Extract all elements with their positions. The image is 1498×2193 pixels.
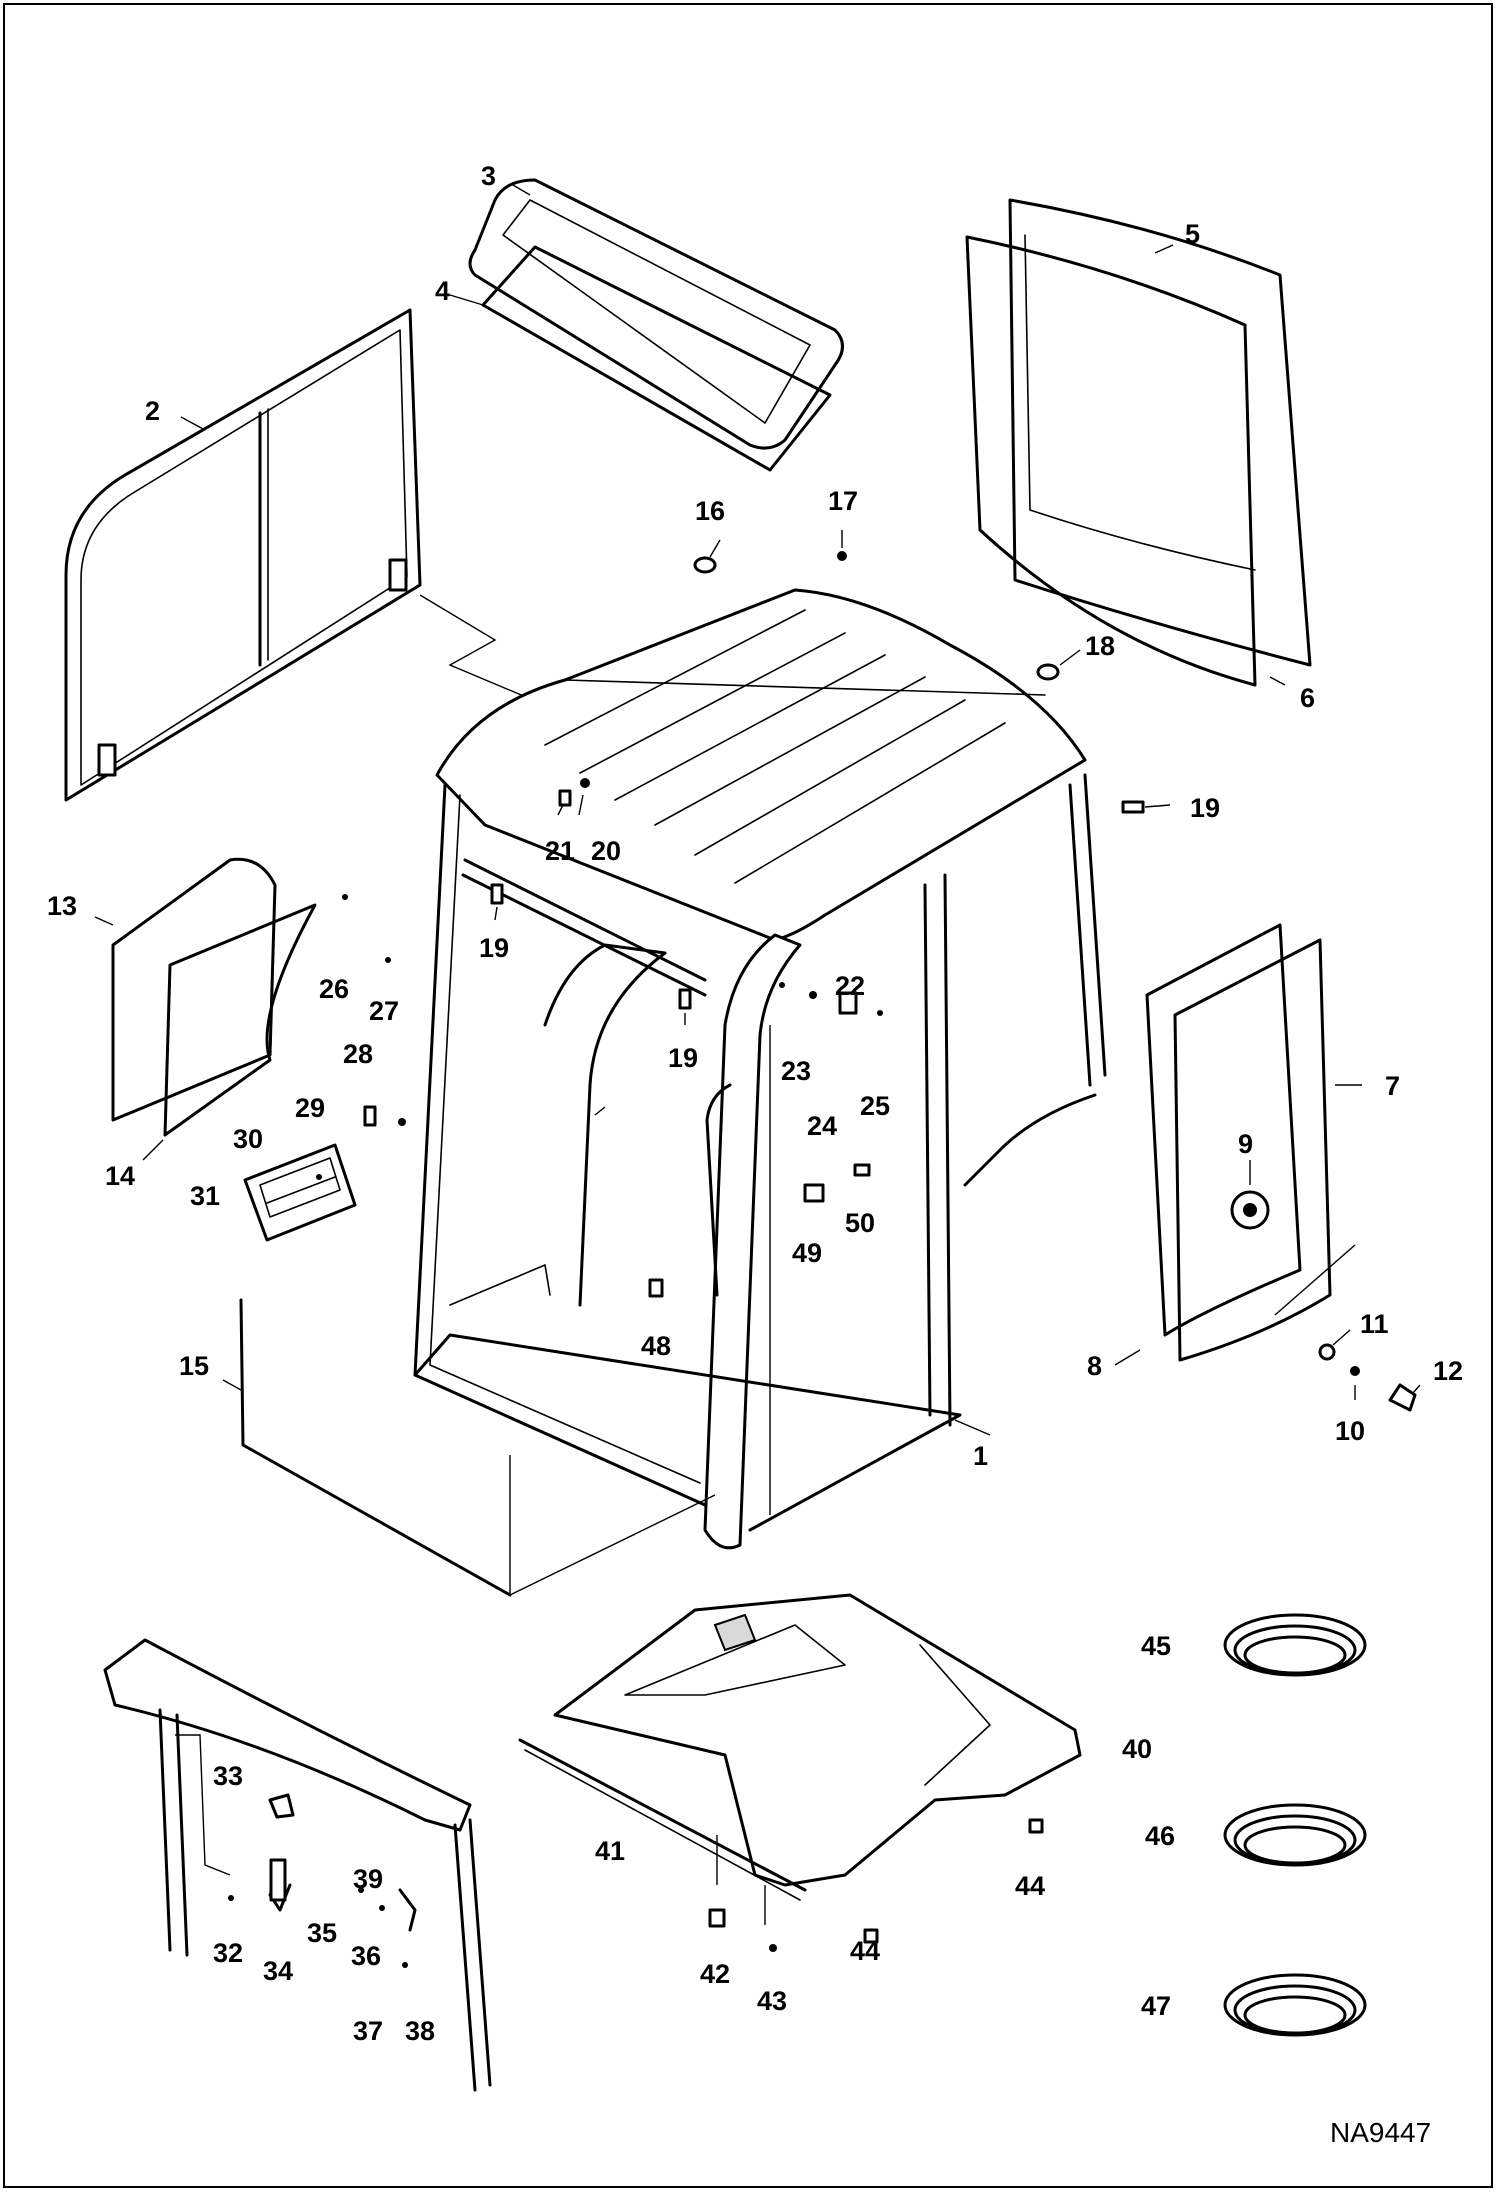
callout-1: 1 bbox=[973, 1441, 988, 1471]
part-cab-frame bbox=[413, 588, 1107, 1550]
callout-15: 15 bbox=[179, 1351, 209, 1381]
callout-11: 11 bbox=[1360, 1309, 1389, 1339]
callout-41: 41 bbox=[595, 1836, 625, 1866]
part-floor-plate bbox=[518, 1593, 1082, 1925]
exploded-parts-diagram: 1 2 3 4 5 6 7 8 9 10 11 12 13 14 15 16 1… bbox=[47, 161, 1463, 2148]
callout-5: 5 bbox=[1185, 219, 1200, 249]
parts-diagram-page: 1 2 3 4 5 6 7 8 9 10 11 12 13 14 15 16 1… bbox=[3, 3, 1493, 2188]
callout-6: 6 bbox=[1300, 683, 1315, 713]
callout-2: 2 bbox=[145, 396, 160, 426]
part-seal-coils bbox=[1223, 1613, 1367, 2037]
callout-46: 46 bbox=[1145, 1821, 1175, 1851]
part-corner-trim bbox=[103, 1638, 492, 2092]
callout-44-left: 44 bbox=[850, 1936, 880, 1966]
callout-36: 36 bbox=[351, 1941, 381, 1971]
callout-30: 30 bbox=[233, 1124, 263, 1154]
callout-33: 33 bbox=[213, 1761, 243, 1791]
callout-39: 39 bbox=[353, 1864, 383, 1894]
callout-40: 40 bbox=[1122, 1734, 1152, 1764]
part-rear-quarter-glass bbox=[111, 857, 317, 1137]
callout-4: 4 bbox=[435, 276, 450, 306]
callout-8: 8 bbox=[1087, 1351, 1102, 1381]
callout-22: 22 bbox=[835, 971, 865, 1001]
part-door-glass bbox=[1145, 923, 1356, 1362]
callout-23: 23 bbox=[781, 1056, 811, 1086]
callout-34: 34 bbox=[263, 1956, 293, 1986]
callout-47: 47 bbox=[1141, 1991, 1171, 2021]
part-front-glass bbox=[965, 198, 1312, 687]
callout-38: 38 bbox=[405, 2016, 435, 2046]
callout-labels: 1 2 3 4 5 6 7 8 9 10 11 12 13 14 15 16 1… bbox=[47, 161, 1463, 2046]
callout-42: 42 bbox=[700, 1959, 730, 1989]
callout-48: 48 bbox=[641, 1331, 671, 1361]
callout-21: 21 bbox=[545, 836, 575, 866]
callout-18: 18 bbox=[1085, 631, 1115, 661]
part-vent bbox=[243, 1143, 357, 1242]
callout-43: 43 bbox=[757, 1986, 787, 2016]
part-hardware bbox=[228, 551, 1417, 1968]
callout-32: 32 bbox=[213, 1938, 243, 1968]
callout-3: 3 bbox=[481, 161, 496, 191]
callout-14: 14 bbox=[105, 1161, 135, 1191]
callout-35: 35 bbox=[307, 1918, 337, 1948]
callout-19-left: 19 bbox=[479, 933, 509, 963]
callout-12: 12 bbox=[1433, 1356, 1463, 1386]
callout-13: 13 bbox=[47, 891, 77, 921]
callout-20: 20 bbox=[591, 836, 621, 866]
callout-28: 28 bbox=[343, 1039, 373, 1069]
callout-44-right: 44 bbox=[1015, 1871, 1045, 1901]
callout-29: 29 bbox=[295, 1093, 325, 1123]
callout-19-center: 19 bbox=[668, 1043, 698, 1073]
part-roof-window bbox=[468, 178, 844, 472]
callout-10: 10 bbox=[1335, 1416, 1365, 1446]
callout-25: 25 bbox=[860, 1091, 890, 1121]
drawing-code: NA9447 bbox=[1330, 2117, 1431, 2148]
part-rear-panel bbox=[239, 1298, 716, 1597]
callout-49: 49 bbox=[792, 1238, 822, 1268]
callout-45: 45 bbox=[1141, 1631, 1171, 1661]
callout-leaders bbox=[94, 184, 1421, 1436]
callout-26: 26 bbox=[319, 974, 349, 1004]
callout-37: 37 bbox=[353, 2016, 383, 2046]
callout-50: 50 bbox=[845, 1208, 875, 1238]
callout-24: 24 bbox=[807, 1111, 837, 1141]
callout-31: 31 bbox=[190, 1181, 220, 1211]
callout-9: 9 bbox=[1238, 1129, 1253, 1159]
callout-7: 7 bbox=[1385, 1071, 1400, 1101]
callout-19-right: 19 bbox=[1190, 793, 1220, 823]
part-side-window bbox=[64, 308, 546, 802]
callout-27: 27 bbox=[369, 996, 399, 1026]
callout-16: 16 bbox=[695, 496, 725, 526]
callout-17: 17 bbox=[828, 486, 858, 516]
